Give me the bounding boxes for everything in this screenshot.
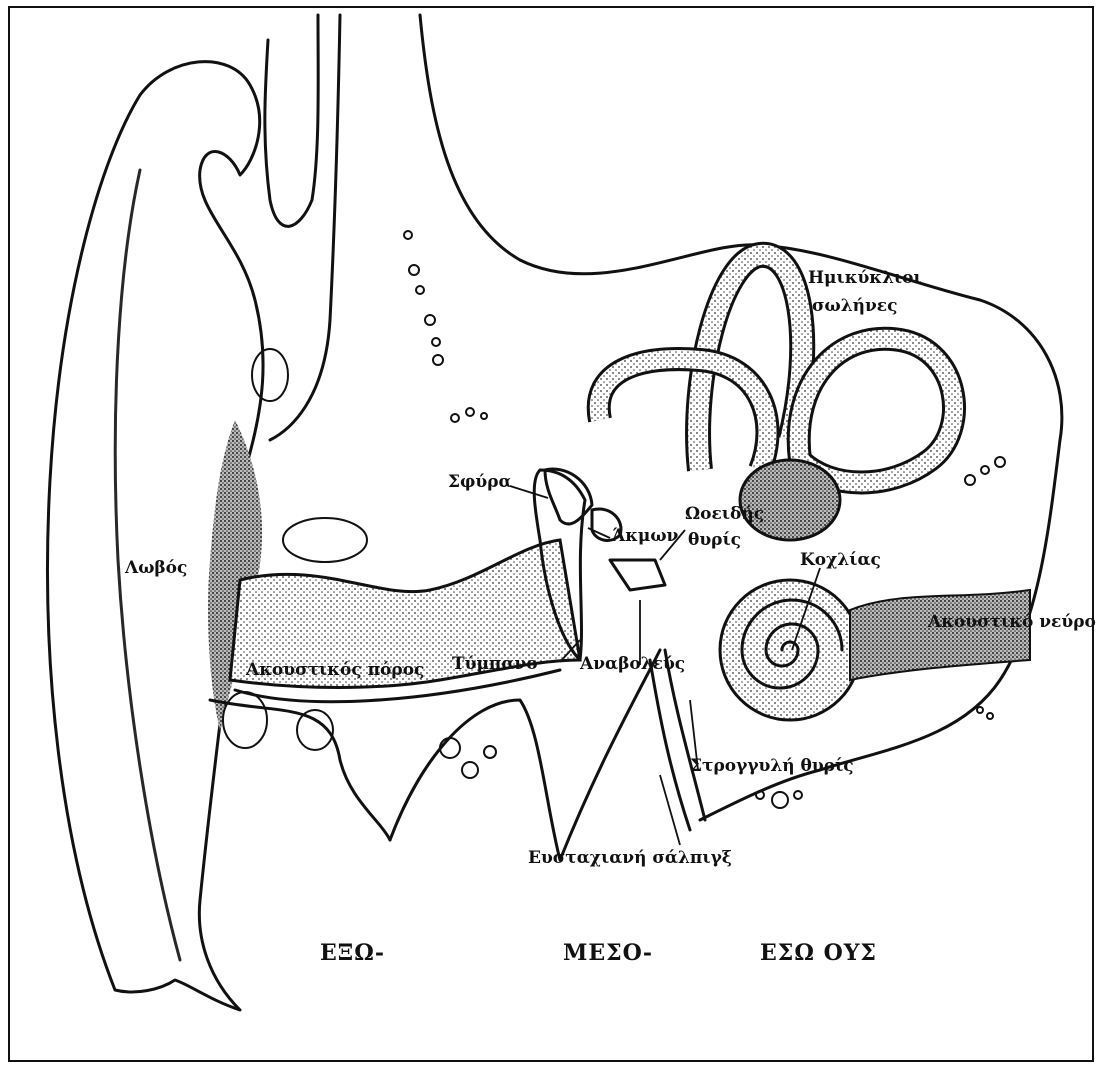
label-incus: Άκμων: [612, 528, 678, 545]
stapes: [610, 560, 665, 590]
region-middle-ear: ΜΕΣΟ-: [563, 940, 653, 966]
label-semicircular-1: Ημικύκλιοι: [808, 270, 922, 287]
label-lobe: Λωβός: [125, 560, 187, 577]
label-eardrum: Τύμπανο: [452, 656, 538, 673]
temporal-bone-top: [265, 15, 318, 226]
label-auditory-nerve: Ακουστικό νεύρο: [928, 614, 1096, 631]
mastoid-air-cells: [223, 231, 1005, 808]
label-semicircular-2: σωλήνες: [812, 298, 897, 315]
region-outer-ear: ΕΞΩ-: [320, 940, 385, 966]
auditory-nerve: [850, 590, 1030, 680]
label-cochlea: Κοχλίας: [800, 552, 881, 569]
label-oval-window-2: θυρίς: [688, 532, 741, 549]
eustachian-tube: [650, 660, 690, 830]
label-eustachian-tube: Ευσταχιανή σάλπιγξ: [528, 850, 732, 867]
semicircular-canals: [599, 255, 954, 540]
label-ear-canal: Ακουστικός πόρος: [246, 662, 424, 679]
label-malleus: Σφύρα: [448, 474, 512, 491]
label-round-window: Στρογγυλή θυρίς: [690, 758, 854, 775]
label-stapes: Αναβολεύς: [580, 656, 685, 673]
label-oval-window-1: Ωοειδής: [685, 506, 764, 523]
region-inner-ear: ΕΣΩ ΟΥΣ: [760, 940, 877, 966]
cochlea: [720, 580, 860, 720]
